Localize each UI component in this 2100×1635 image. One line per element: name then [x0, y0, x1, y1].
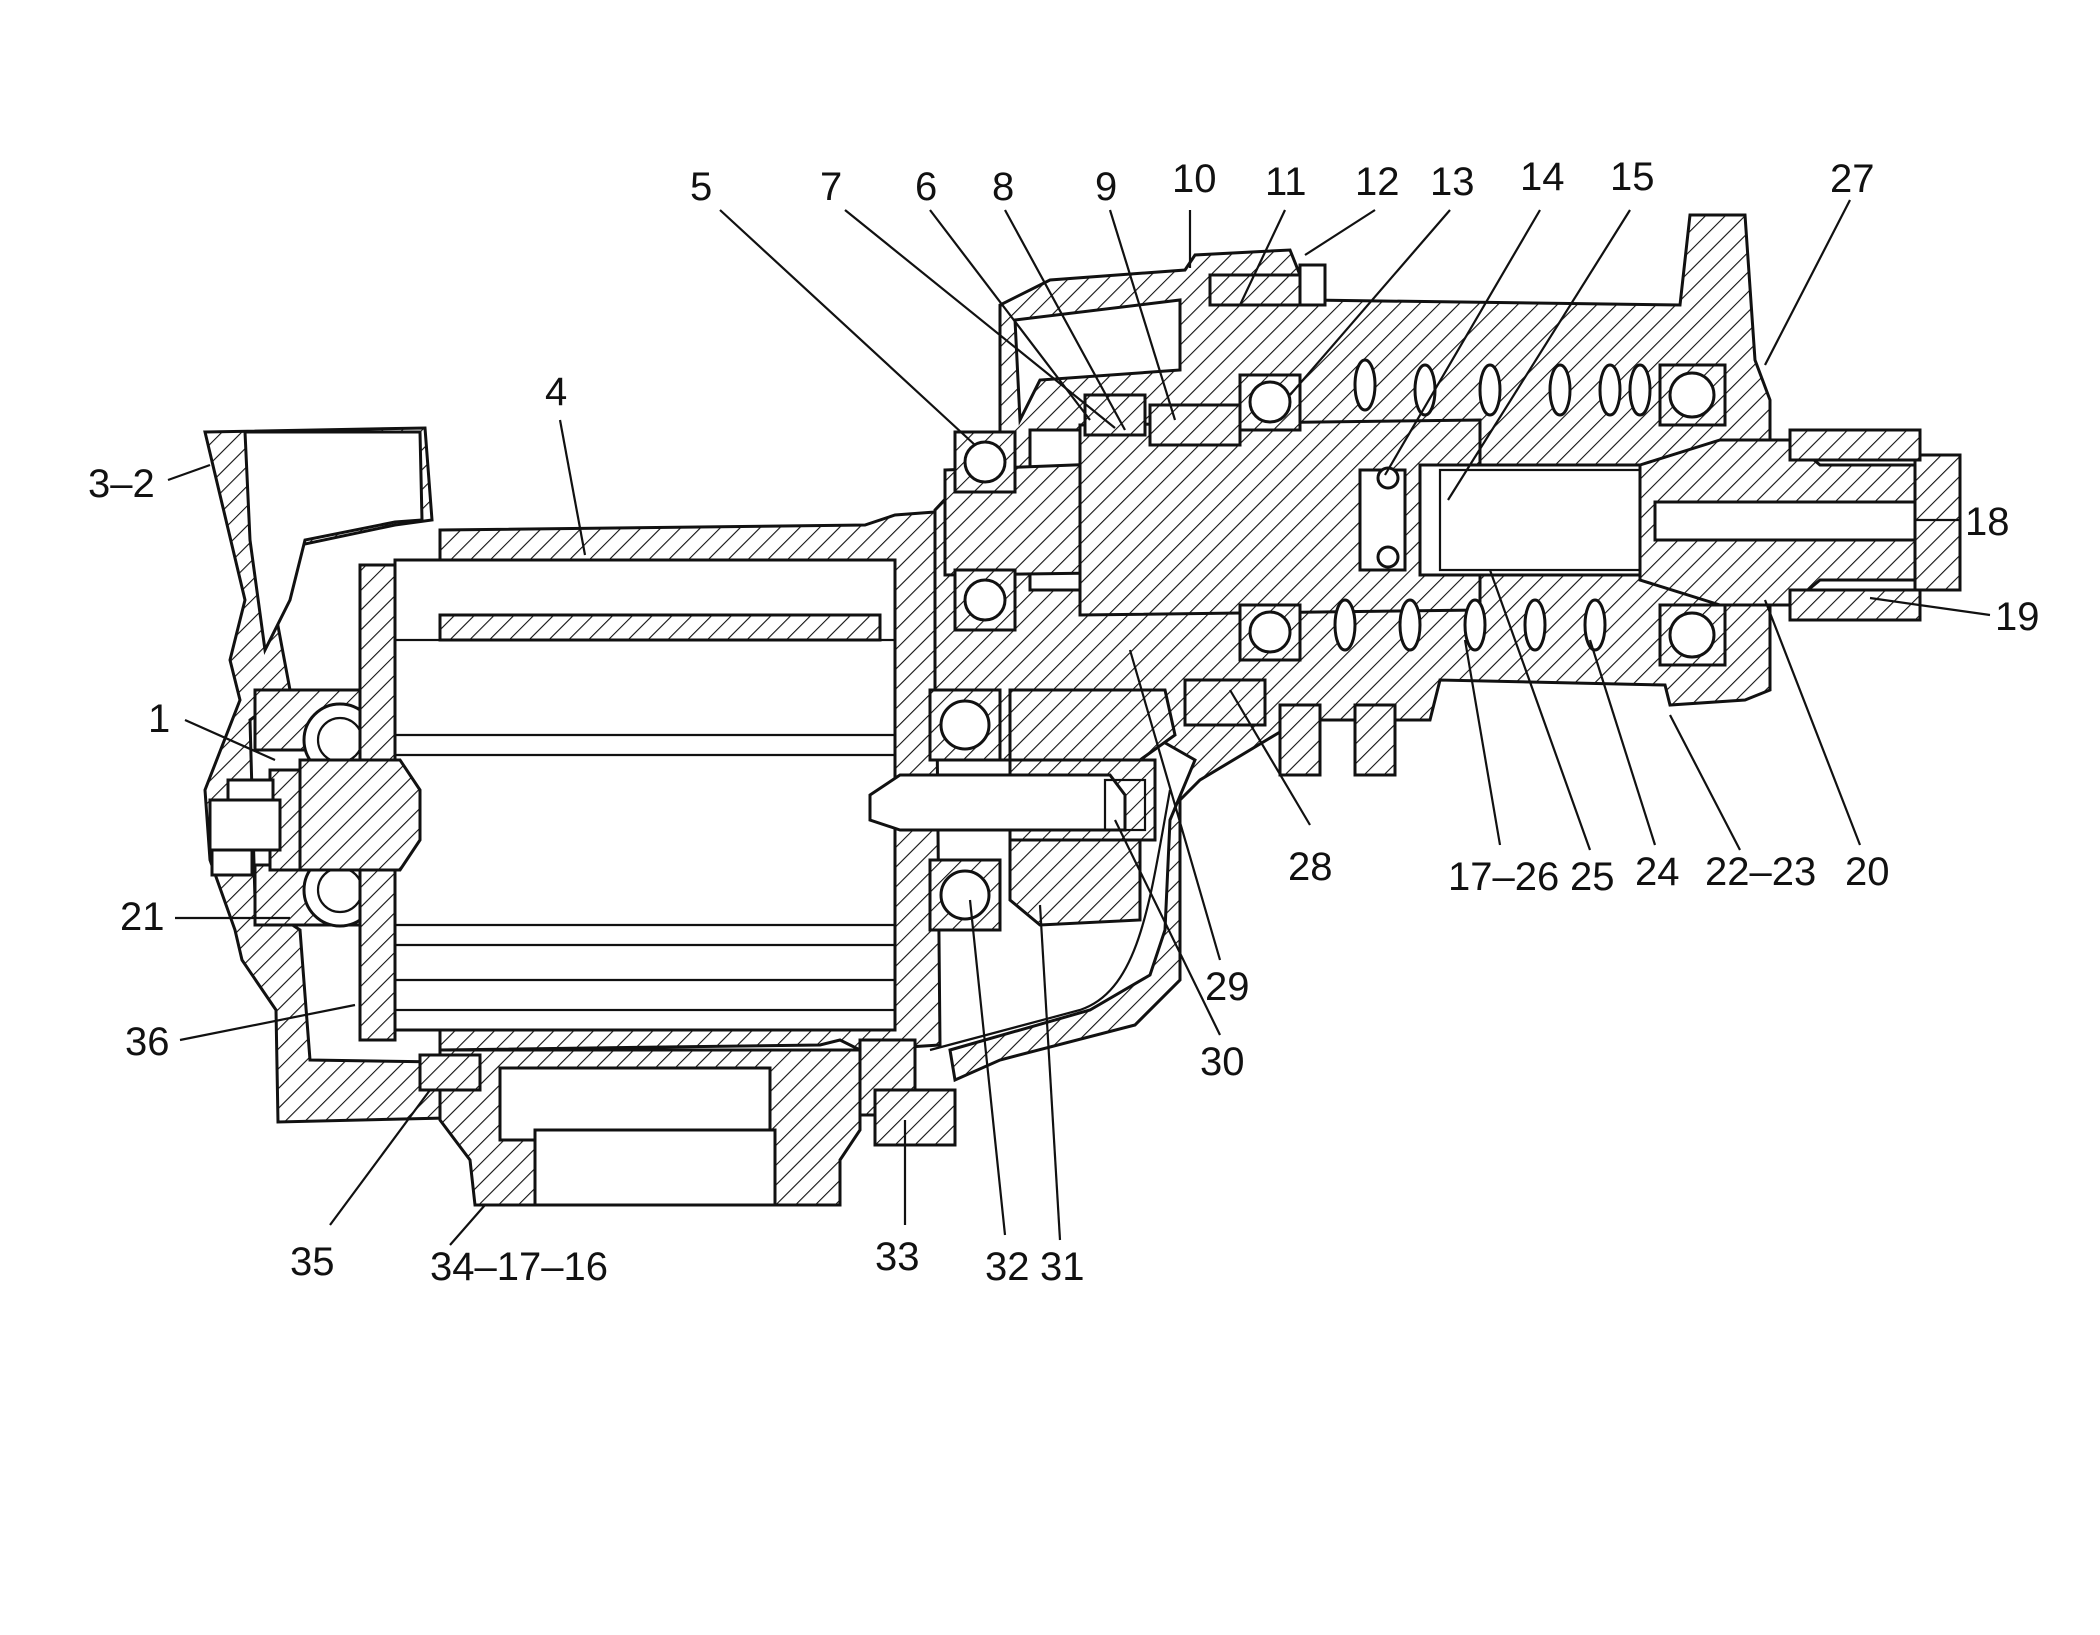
cover-curve: [929, 789, 1172, 1052]
callout-8: 8: [992, 165, 1014, 209]
motor-body: [208, 510, 942, 1052]
callout-15: 15: [1610, 155, 1655, 199]
callout-5: 5: [690, 165, 712, 209]
leader-14: [1384, 209, 1541, 476]
leader-30: [1114, 819, 1221, 1036]
callout-18: 18: [1965, 500, 2010, 544]
callout-6: 6: [915, 165, 937, 209]
callout-1: 1: [148, 697, 170, 741]
leader-11: [1239, 209, 1286, 306]
mounting-foot: [418, 1038, 957, 1207]
callout-13: 13: [1430, 160, 1475, 204]
leader-12: [1304, 209, 1376, 256]
leader-17-26: [1463, 639, 1502, 846]
callout-3-2: 3–2: [88, 462, 155, 506]
callout-27: 27: [1830, 157, 1875, 201]
callout-29: 29: [1205, 965, 1250, 1009]
callout-19: 19: [1995, 595, 2040, 639]
drive-end-flange: [933, 213, 1772, 1083]
callout-9: 9: [1095, 165, 1117, 209]
callout-34-17-16: 34–17–16: [430, 1245, 608, 1289]
callout-28: 28: [1288, 845, 1333, 889]
callouts: 3–2 4 5 7 6 8 9 10 11 12 13 14 15 27 18 …: [88, 155, 2040, 1289]
leader-36: [179, 1003, 356, 1042]
planetary-clutch-block: [868, 263, 1397, 927]
drive-shaft: [943, 418, 1962, 622]
leader-7: [844, 209, 1116, 429]
callout-17-26: 17–26: [1448, 855, 1559, 899]
leader-27: [1764, 199, 1851, 366]
callout-22-23: 22–23: [1705, 850, 1816, 894]
callout-25: 25: [1570, 855, 1615, 899]
ball-bearings: [928, 363, 1727, 932]
leader-4: [558, 419, 587, 556]
callout-30: 30: [1200, 1040, 1245, 1084]
leader-29: [1128, 649, 1222, 961]
callout-12: 12: [1355, 160, 1400, 204]
callout-14: 14: [1520, 155, 1565, 199]
callout-20: 20: [1845, 850, 1890, 894]
leader-35: [329, 1089, 431, 1226]
callout-35: 35: [290, 1240, 335, 1284]
leader-19: [1869, 596, 1991, 617]
leader-24: [1588, 639, 1657, 846]
leader-25: [1488, 569, 1592, 851]
leader-6: [929, 209, 1091, 421]
callout-31: 31: [1040, 1245, 1085, 1289]
callout-10: 10: [1172, 157, 1217, 201]
callout-36: 36: [125, 1020, 170, 1064]
leader-32: [968, 899, 1007, 1236]
callout-21: 21: [120, 895, 165, 939]
leader-22-23: [1669, 714, 1741, 851]
leader-28: [1229, 689, 1311, 826]
leader-lines: [167, 199, 1991, 1246]
callout-4: 4: [545, 370, 567, 414]
callout-11: 11: [1265, 160, 1307, 204]
leader-20: [1763, 599, 1862, 846]
leader-1: [184, 718, 276, 762]
leader-15: [1447, 209, 1631, 501]
leader-9: [1108, 209, 1177, 421]
leader-34-17-16: [449, 1204, 486, 1246]
callout-7: 7: [820, 165, 842, 209]
leader-31: [1038, 904, 1062, 1241]
callout-32: 32: [985, 1245, 1030, 1289]
return-spring: [1333, 358, 1652, 652]
leader-8: [1004, 209, 1126, 431]
leader-13: [1289, 209, 1451, 396]
callout-33: 33: [875, 1235, 920, 1279]
callout-24: 24: [1635, 850, 1680, 894]
leader-5: [719, 209, 976, 446]
leader-3-2: [167, 463, 211, 482]
